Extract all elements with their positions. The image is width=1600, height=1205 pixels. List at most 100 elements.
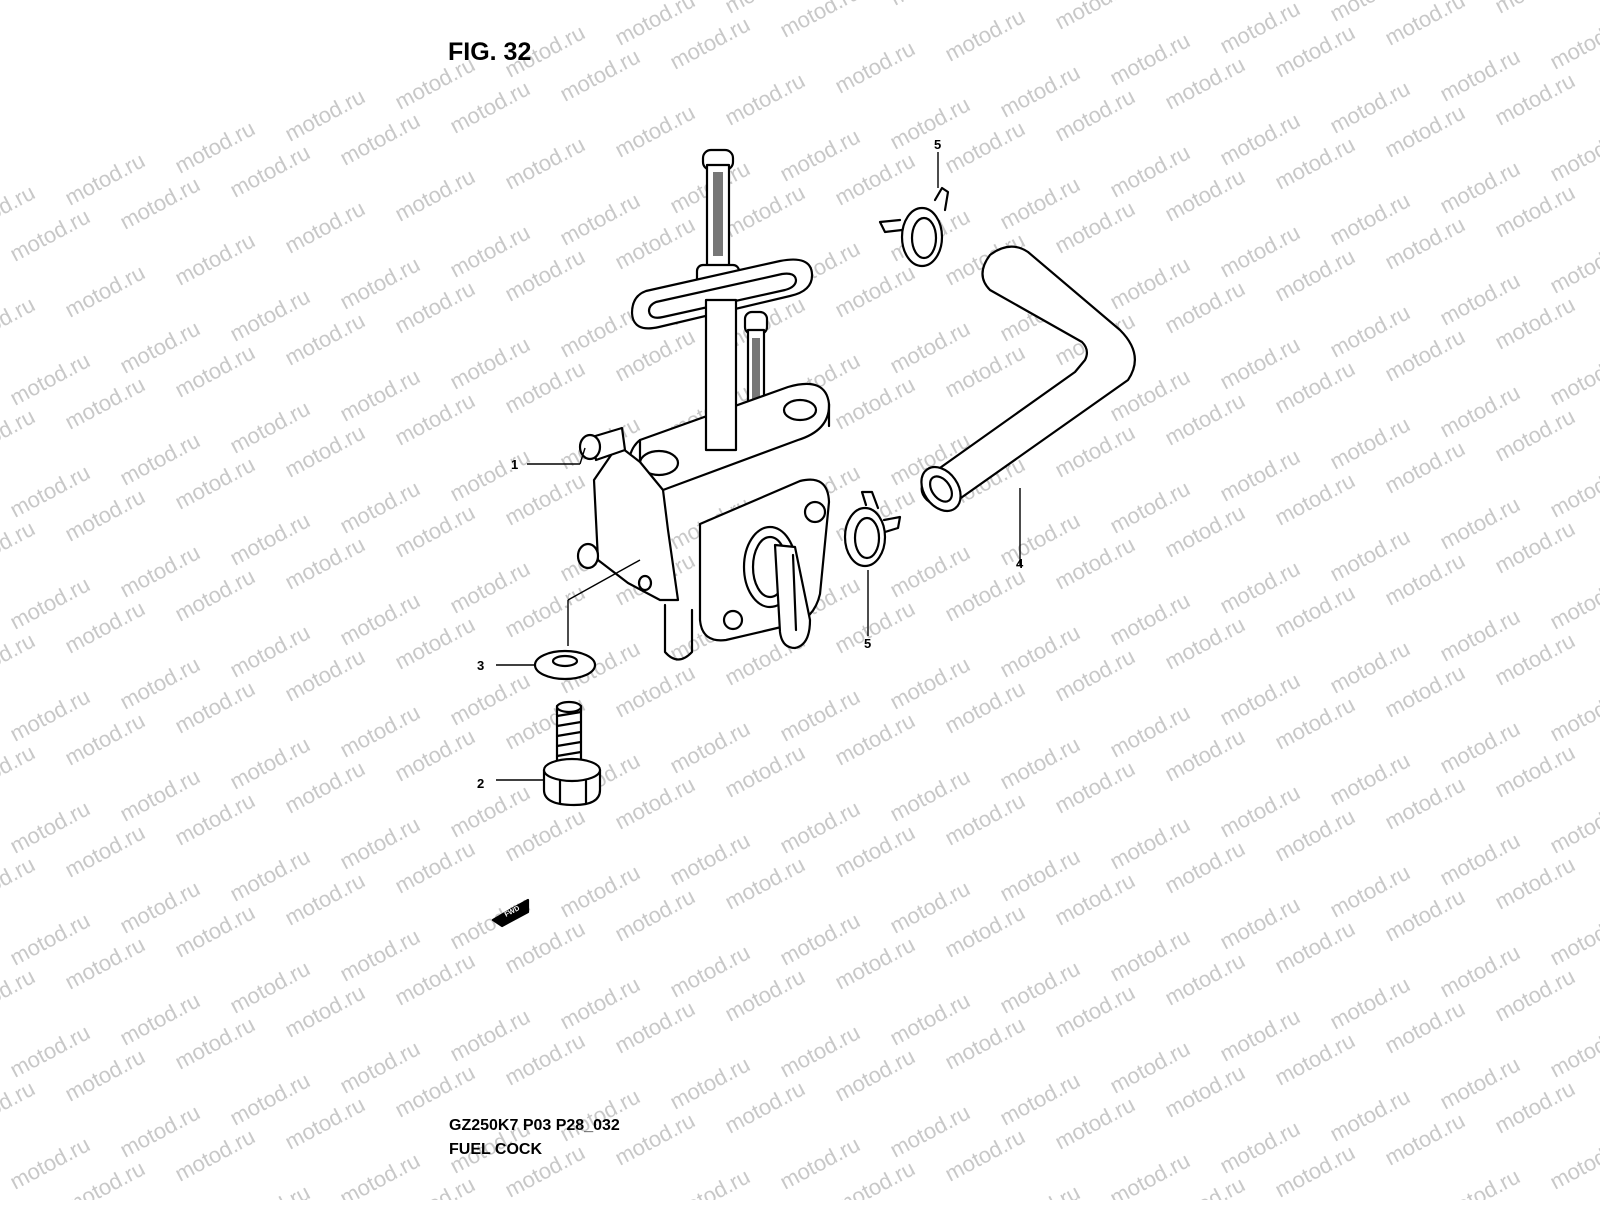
callout-2: 2: [477, 776, 484, 791]
watermark-text: motod.ru: [1491, 628, 1579, 691]
watermark-text: motod.ru: [61, 820, 149, 883]
watermark-text: motod.ru: [501, 356, 589, 419]
watermark-text: motod.ru: [831, 260, 919, 323]
watermark-text: motod.ru: [1491, 180, 1579, 243]
watermark-text: motod.ru: [61, 708, 149, 771]
watermark-text: motod.ru: [721, 180, 809, 243]
watermark-text: motod.ru: [1161, 276, 1249, 339]
watermark-text: motod.ru: [941, 1012, 1029, 1075]
forward-direction-icon: [491, 898, 530, 928]
watermark-text: motod.ru: [941, 900, 1029, 963]
watermark-text: motod.ru: [1271, 356, 1359, 419]
watermark-text: motod.ru: [501, 468, 589, 531]
watermark-text: motod.ru: [171, 564, 259, 627]
watermark-text: motod.ru: [1381, 996, 1469, 1059]
watermark-text: motod.ru: [226, 140, 314, 203]
watermark-text: motod.ru: [1381, 660, 1469, 723]
watermark-text: motod.ru: [666, 12, 754, 75]
watermark-text: motod.ru: [1381, 212, 1469, 275]
watermark-text: motod.ru: [1051, 532, 1139, 595]
watermark-text: motod.ru: [391, 276, 479, 339]
watermark-text: motod.ru: [1271, 20, 1359, 83]
watermark-text: motod.ru: [941, 340, 1029, 403]
watermark-text: motod.ru: [1161, 836, 1249, 899]
watermark-text: motod.ru: [1271, 692, 1359, 755]
watermark-text: motod.ru: [1546, 236, 1600, 299]
watermark-text: motod.ru: [0, 516, 39, 579]
watermark-text: motod.ru: [391, 836, 479, 899]
callout-labels: 1 2 3 4 5 5: [477, 137, 1024, 791]
watermark-text: motod.ru: [1271, 580, 1359, 643]
watermark-text: motod.ru: [391, 388, 479, 451]
watermark-text: motod.ru: [1051, 756, 1139, 819]
watermark-text: motod.ru: [281, 756, 369, 819]
watermark-text: motod.ru: [1491, 740, 1579, 803]
callout-3: 3: [477, 658, 484, 673]
watermark-text: motod.ru: [1051, 644, 1139, 707]
watermark-text: motod.ru: [1271, 244, 1359, 307]
watermark-text: motod.ru: [171, 1012, 259, 1075]
watermark-text: motod.ru: [831, 148, 919, 211]
watermark-text: motod.ru: [1051, 196, 1139, 259]
watermark-text: motod.ru: [391, 164, 479, 227]
hose-clamp-upper: [878, 186, 950, 268]
watermark-text: motod.ru: [721, 1076, 809, 1139]
watermark-text: motod.ru: [721, 740, 809, 803]
watermark-text: motod.ru: [1381, 772, 1469, 835]
watermark-text: motod.ru: [281, 1092, 369, 1155]
watermark-text: motod.ru: [1546, 908, 1600, 971]
watermark-text: motod.ru: [171, 340, 259, 403]
watermark-text: motod.ru: [171, 900, 259, 963]
watermark-text: motod.ru: [1491, 1076, 1579, 1139]
watermark-text: motod.ru: [1491, 0, 1579, 18]
watermark-text: motod.ru: [1491, 516, 1579, 579]
watermark-text: motod.ru: [0, 404, 39, 467]
watermark-text: motod.ru: [336, 108, 424, 171]
model-code: GZ250K7 P03 P28_032: [449, 1117, 620, 1134]
watermark-text: motod.ru: [1491, 964, 1579, 1027]
watermark-text: motod.ru: [1546, 12, 1600, 75]
watermark-text: motod.ru: [1051, 868, 1139, 931]
watermark-text: motod.ru: [1161, 612, 1249, 675]
watermark-text: motod.ru: [281, 196, 369, 259]
watermark-text: motod.ru: [0, 740, 39, 803]
watermark-text: motod.ru: [281, 980, 369, 1043]
assembly-name: FUEL COCK: [449, 1141, 543, 1158]
washer: [533, 649, 597, 681]
watermark-text: motod.ru: [1271, 132, 1359, 195]
watermark-text: motod.ru: [776, 0, 864, 42]
watermark-text: motod.ru: [1491, 404, 1579, 467]
watermark-text: motod.ru: [1051, 980, 1139, 1043]
watermark-text: motod.ru: [391, 724, 479, 787]
watermark-text: motod.ru: [1546, 572, 1600, 635]
watermark-text: motod.ru: [666, 1164, 754, 1200]
watermark-text: motod.ru: [1161, 724, 1249, 787]
watermark-text: motod.ru: [1051, 0, 1139, 34]
fuel-cock-body: [576, 148, 831, 661]
callout-4: 4: [1016, 556, 1024, 571]
watermark-text: motod.ru: [501, 244, 589, 307]
watermark-text: motod.ru: [0, 1076, 39, 1139]
watermark-text: motod.ru: [1161, 1060, 1249, 1123]
watermark-text: motod.ru: [281, 532, 369, 595]
callout-5-upper: 5: [934, 137, 941, 152]
watermark-text: motod.ru: [1491, 292, 1579, 355]
watermark-text: motod.ru: [721, 852, 809, 915]
watermark-text: motod.ru: [996, 1180, 1084, 1200]
watermark-text: motod.ru: [391, 1060, 479, 1123]
watermark-text: motod.ru: [1546, 1132, 1600, 1195]
watermark-text: motod.ru: [1546, 124, 1600, 187]
bolt: [542, 700, 602, 807]
watermark-text: motod.ru: [1106, 1148, 1194, 1200]
watermark-text: motod.ru: [1161, 0, 1249, 2]
watermark-text: motod.ru: [281, 308, 369, 371]
watermark-text: motod.ru: [1271, 916, 1359, 979]
watermark-text: motod.ru: [831, 1044, 919, 1107]
watermark-text: motod.ru: [1381, 884, 1469, 947]
watermark-text: motod.ru: [391, 500, 479, 563]
watermark-text: motod.ru: [831, 820, 919, 883]
watermark-text: motod.ru: [721, 964, 809, 1027]
watermark-text: motod.ru: [1161, 52, 1249, 115]
watermark-text: motod.ru: [61, 1044, 149, 1107]
